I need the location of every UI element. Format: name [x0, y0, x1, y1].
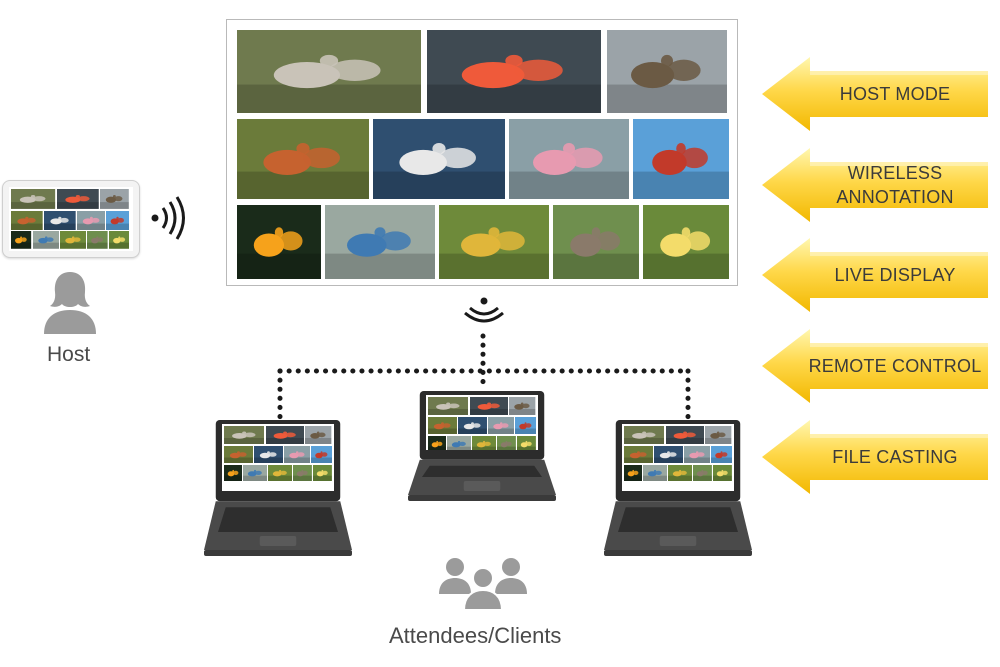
laptop-pelicans-photo — [253, 445, 283, 464]
laptop-flamingo-heart-photo — [469, 397, 508, 416]
laptop-sparrows-photo — [497, 435, 517, 450]
feature-arrow-host-mode: HOST MODE — [760, 55, 990, 133]
budgies-photo — [325, 205, 435, 279]
client-laptop-left — [202, 420, 354, 560]
host-tablet — [2, 180, 140, 258]
pelicans-photo — [373, 119, 505, 199]
tablet-flamingo-heart-photo — [57, 189, 99, 210]
parrots-flying-photo — [633, 119, 729, 199]
laptop-chicks-photo — [713, 464, 733, 481]
tablet-mandarin-ducks-photo — [11, 210, 44, 230]
shared-display-screen — [226, 19, 738, 286]
feature-label: LIVE DISPLAY — [834, 265, 956, 285]
laptop-chicks-photo — [313, 464, 333, 481]
feature-arrow-live-display: LIVE DISPLAY — [760, 236, 990, 314]
tablet-budgies-photo — [32, 231, 59, 250]
laptop-bee-eaters-photo — [472, 435, 497, 450]
tablet-flamingos-water-photo — [76, 210, 106, 230]
laptop-screen — [621, 424, 735, 492]
laptop-mandarin-ducks-photo — [427, 416, 457, 435]
laptop-geese-photo — [623, 426, 665, 445]
tablet-sun-conures-photo — [11, 231, 32, 250]
tablet-parrots-flying-photo — [106, 210, 130, 230]
laptop-screen — [221, 424, 335, 492]
client-laptop-right — [602, 420, 754, 560]
bee-eaters-photo — [439, 205, 549, 279]
laptop-parrots-flying-photo — [310, 445, 333, 464]
laptop-goose-flying-photo — [705, 426, 732, 445]
laptop-geese-photo — [427, 397, 469, 416]
feature-arrow-wireless-annotation: WIRELESS ANNOTATION — [760, 146, 990, 224]
laptop-bee-eaters-photo — [668, 464, 693, 481]
laptop-chicks-photo — [517, 435, 537, 450]
laptop-budgies-photo — [243, 464, 268, 481]
geese-photo — [237, 30, 421, 113]
tablet-bee-eaters-photo — [59, 231, 87, 250]
laptop-parrots-flying-photo — [710, 445, 733, 464]
laptop-bee-eaters-photo — [268, 464, 293, 481]
laptop-goose-flying-photo — [509, 397, 536, 416]
feature-label: REMOTE CONTROL — [808, 356, 982, 376]
laptop-flamingos-water-photo — [283, 445, 311, 464]
tablet-chicks-photo — [108, 231, 130, 250]
laptop-goose-flying-photo — [305, 426, 332, 445]
laptop-budgies-photo — [447, 435, 472, 450]
chicks-photo — [643, 205, 729, 279]
tablet-geese-photo — [11, 189, 56, 210]
tablet-sparrows-photo — [87, 231, 108, 250]
feature-label: HOST MODE — [839, 84, 951, 104]
goose-flying-photo — [607, 30, 727, 113]
feature-arrow-remote-control: REMOTE CONTROL — [760, 327, 990, 405]
feature-label: FILE CASTING — [832, 447, 958, 467]
host-person-icon — [44, 272, 96, 334]
laptop-sparrows-photo — [693, 464, 713, 481]
host-label: Host — [47, 343, 91, 366]
client-laptop-center — [406, 391, 558, 505]
mandarin-ducks-photo — [237, 119, 369, 199]
laptop-sun-conures-photo — [623, 464, 643, 481]
laptop-pelicans-photo — [653, 445, 683, 464]
laptop-flamingos-water-photo — [683, 445, 711, 464]
feature-arrow-file-casting: FILE CASTING — [760, 418, 990, 496]
laptop-flamingos-water-photo — [487, 416, 515, 435]
laptop-mandarin-ducks-photo — [623, 445, 653, 464]
laptop-parrots-flying-photo — [514, 416, 537, 435]
attendees-label: Attendees/Clients — [389, 623, 562, 648]
laptop-sun-conures-photo — [427, 435, 447, 450]
sparrows-photo — [553, 205, 639, 279]
laptop-sparrows-photo — [293, 464, 313, 481]
wireless-signal-icon — [151, 196, 185, 240]
flamingos-water-photo — [509, 119, 629, 199]
tablet-screen — [9, 187, 133, 251]
tablet-pelicans-photo — [44, 210, 76, 230]
feature-label: WIRELESS ANNOTATION — [836, 163, 954, 207]
laptop-flamingo-heart-photo — [665, 426, 704, 445]
laptop-budgies-photo — [643, 464, 668, 481]
laptop-mandarin-ducks-photo — [223, 445, 253, 464]
laptop-geese-photo — [223, 426, 265, 445]
laptop-screen — [425, 395, 539, 450]
laptop-sun-conures-photo — [223, 464, 243, 481]
wifi-broadcast-icon — [464, 297, 504, 323]
laptop-pelicans-photo — [457, 416, 487, 435]
tablet-goose-flying-photo — [100, 189, 129, 210]
flamingo-heart-photo — [427, 30, 601, 113]
laptop-flamingo-heart-photo — [265, 426, 304, 445]
attendees-group-icon — [439, 558, 527, 611]
sun-conures-photo — [237, 205, 321, 279]
